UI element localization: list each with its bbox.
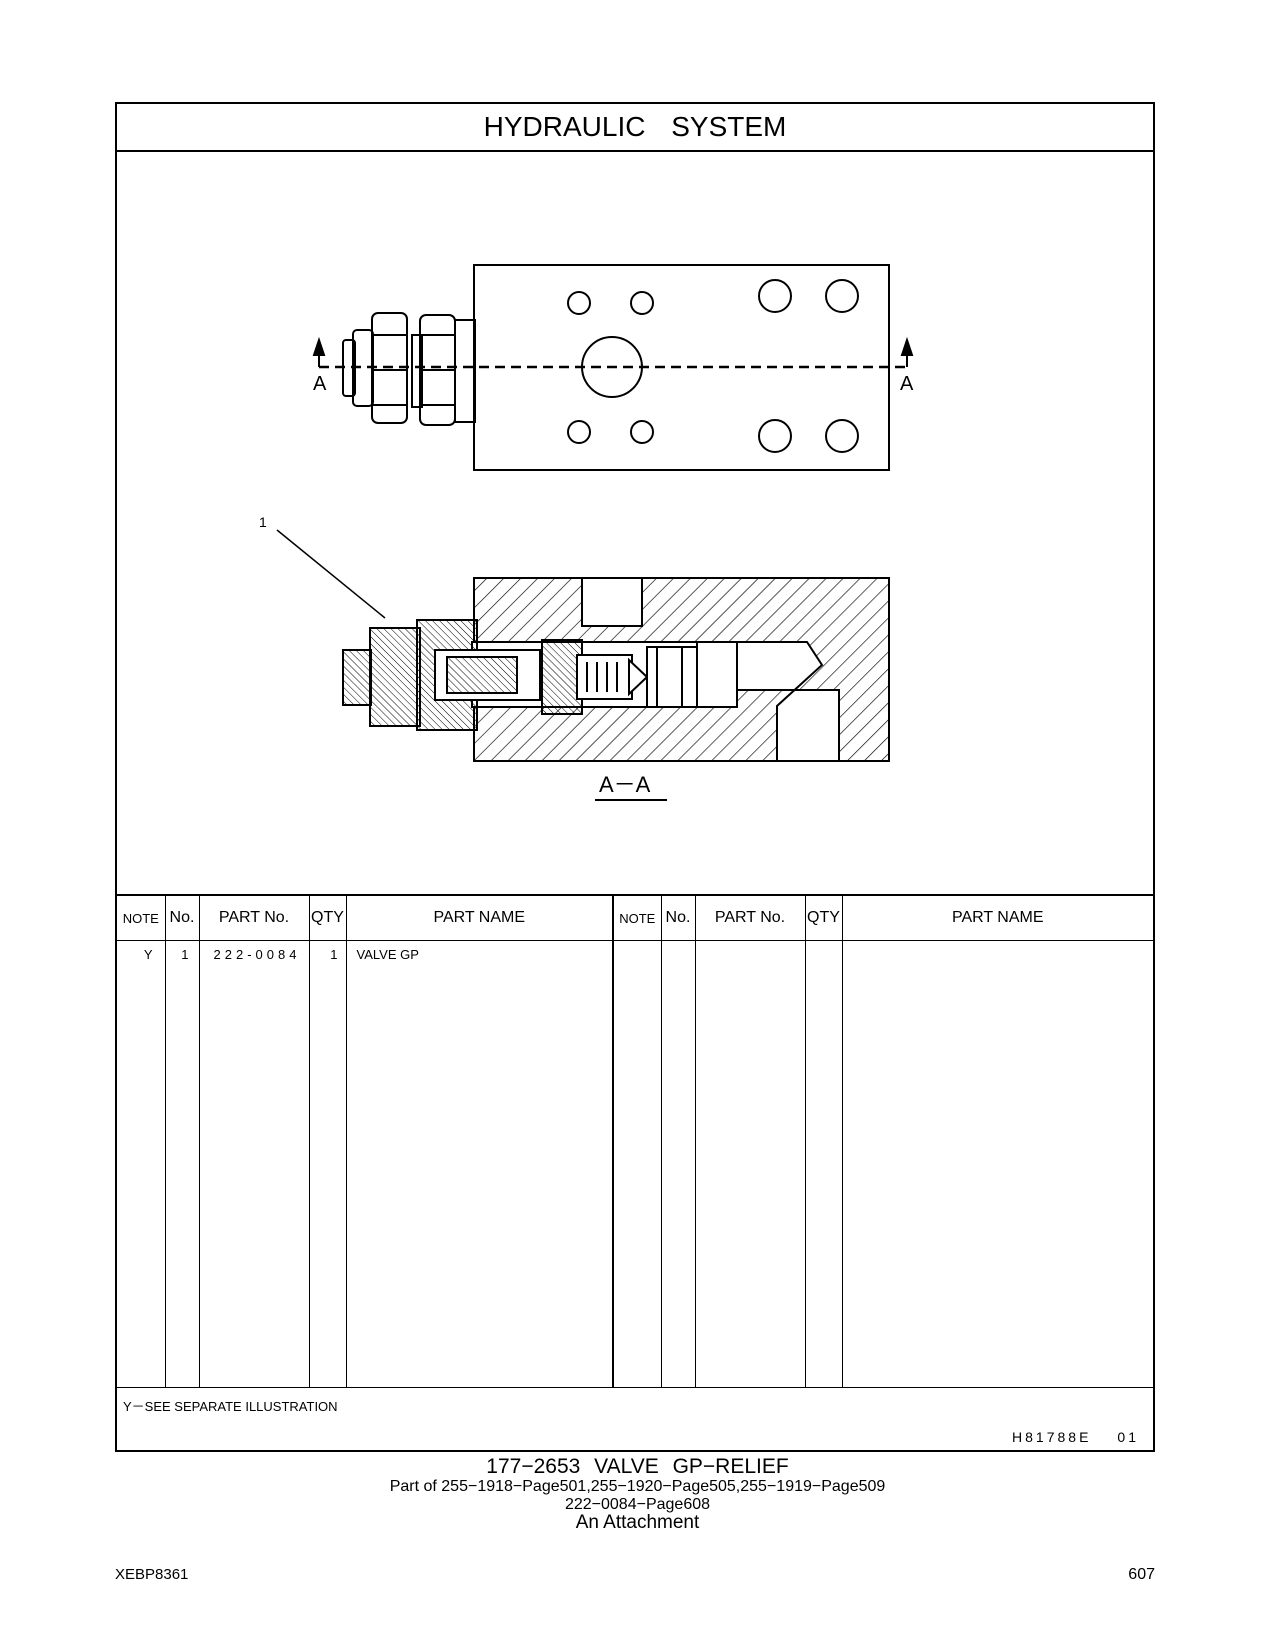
col-part-name-right: PART NAME: [841, 894, 1153, 941]
parts-table: NOTE No. PART No. QTY PART NAME NOTE No.…: [117, 894, 1153, 1388]
row-qty: 1: [308, 940, 347, 1388]
callout-leader: [276, 529, 386, 619]
footnote: Y－SEE SEPARATE ILLUSTRATION: [123, 1399, 338, 1414]
empty-cell: [694, 940, 806, 1388]
row-no: 1: [164, 940, 200, 1388]
parts-page-frame: HYDRAULIC SYSTEM: [115, 102, 1155, 1452]
drawing-code: H81788E: [1012, 1429, 1092, 1445]
col-no-right: No.: [660, 894, 696, 941]
table-row: Y 1 222-0084 1 VALVE GP: [117, 940, 1153, 1388]
col-part-name: PART NAME: [345, 894, 614, 941]
valve-drawing-svg: A A: [259, 264, 914, 801]
row-part-name: VALVE GP: [345, 940, 614, 1388]
page-title: HYDRAULIC SYSTEM: [117, 104, 1153, 152]
section-caption: A－A: [599, 772, 651, 797]
section-marker-left: A: [313, 373, 327, 395]
col-part-no: PART No.: [198, 894, 310, 941]
col-note-right: NOTE: [612, 894, 662, 941]
col-part-no-right: PART No.: [694, 894, 806, 941]
caption-title: 177−2653 VALVE GP−RELIEF: [486, 1455, 789, 1478]
col-qty: QTY: [308, 894, 347, 941]
caption-ref: 222−0084−Page608: [564, 1496, 711, 1513]
valve-section-view: [342, 577, 890, 762]
empty-cell: [612, 940, 662, 1388]
valve-top-view: [312, 264, 914, 471]
callout-number: 1: [259, 514, 267, 530]
page-number: 607: [1128, 1566, 1155, 1583]
document-id: XEBP8361: [115, 1566, 189, 1583]
section-marker-right: A: [900, 373, 914, 395]
col-note: NOTE: [117, 894, 166, 941]
exploded-drawing: A A: [117, 150, 1153, 894]
caption-note: An Attachment: [575, 1512, 700, 1533]
col-no: No.: [164, 894, 200, 941]
caption-part-of: Part of 255−1918−Page501,255−1920−Page50…: [389, 1478, 886, 1495]
drawing-number: H81788E 01: [1012, 1429, 1139, 1445]
row-note: Y: [117, 940, 166, 1388]
parts-table-header: NOTE No. PART No. QTY PART NAME NOTE No.…: [117, 894, 1153, 941]
empty-cell: [841, 940, 1153, 1388]
col-qty-right: QTY: [804, 894, 843, 941]
empty-cell: [804, 940, 843, 1388]
row-part-no: 222-0084: [198, 940, 310, 1388]
empty-cell: [660, 940, 696, 1388]
drawing-revision: 01: [1117, 1429, 1139, 1445]
